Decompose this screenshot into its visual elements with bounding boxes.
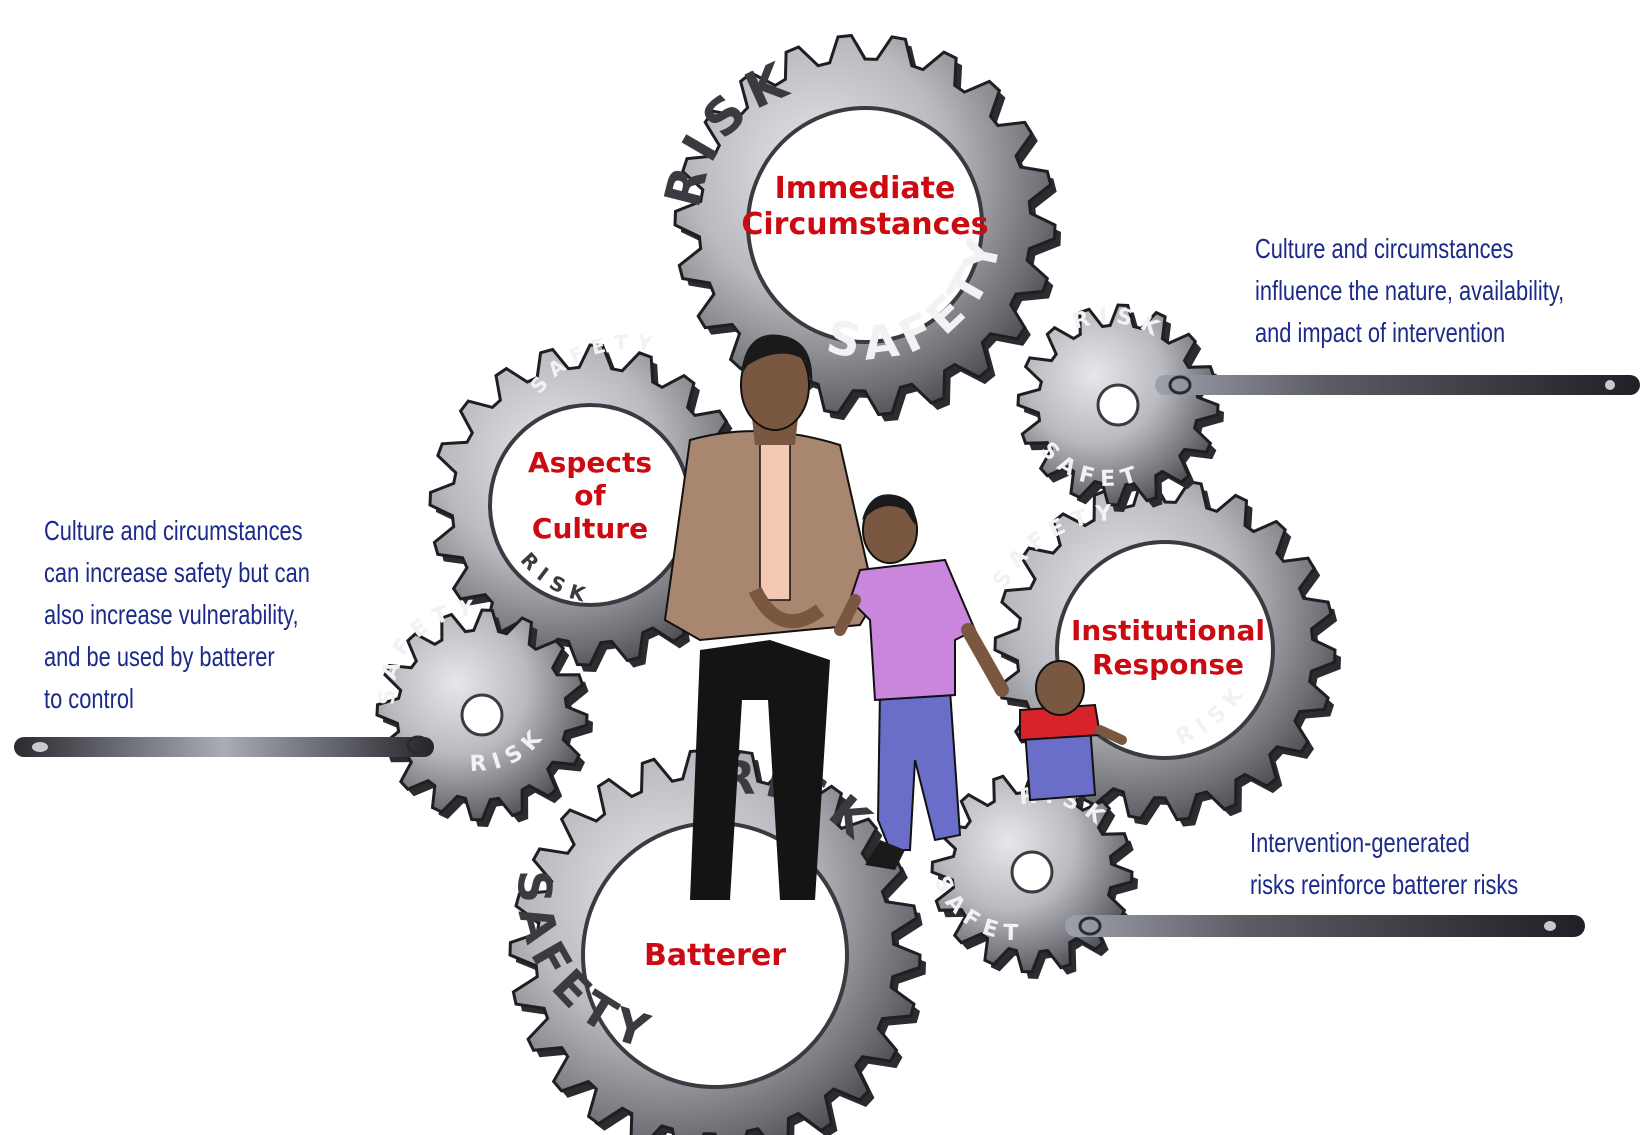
annotation-left-line1: Culture and circumstances [44,515,303,546]
toddler-figure [1019,660,1127,802]
gear-label-culture-line2: of [574,479,606,512]
annotation-left: Culture and circumstances can increase s… [44,510,310,720]
gear-label-culture-line3: Culture [532,512,648,545]
annotation-left-line3: also increase vulnerability, [44,599,299,630]
annotation-right-top-line1: Culture and circumstances [1255,233,1514,264]
annotation-right-top-line2: influence the nature, availability, [1255,275,1565,306]
gear-immediate-circumstances: Immediate Circumstances RISK SAFETY [653,49,1004,371]
annotation-right-bottom-line2: risks reinforce batterer risks [1250,869,1519,900]
annotation-right-top: Culture and circumstances influence the … [1255,228,1564,354]
annotation-right-top-line3: and impact of intervention [1255,317,1506,348]
annotation-left-line4: and be used by batterer [44,641,275,672]
woman-figure [663,334,877,900]
annotation-right-bottom-line1: Intervention-generated [1250,827,1470,858]
gear-label-culture-line1: Aspects [528,446,652,479]
annotation-left-line2: can increase safety but can [44,557,310,588]
gear-label-immediate-line2: Circumstances [741,207,988,242]
shaft-upper-right [1155,375,1640,395]
shaft-lower-right [1065,915,1585,937]
gear-label-institutional-line1: Institutional [1071,614,1265,647]
gear-label-institutional-line2: Response [1092,648,1244,681]
gear-label-immediate-line1: Immediate [775,171,956,206]
annotation-right-bottom: Intervention-generated risks reinforce b… [1250,822,1518,906]
family-figures-illustration [663,334,1127,900]
annotation-left-line5: to control [44,683,134,714]
shaft-left [14,735,434,757]
teen-figure [834,494,1009,870]
gear-label-batterer: Batterer [644,938,786,973]
